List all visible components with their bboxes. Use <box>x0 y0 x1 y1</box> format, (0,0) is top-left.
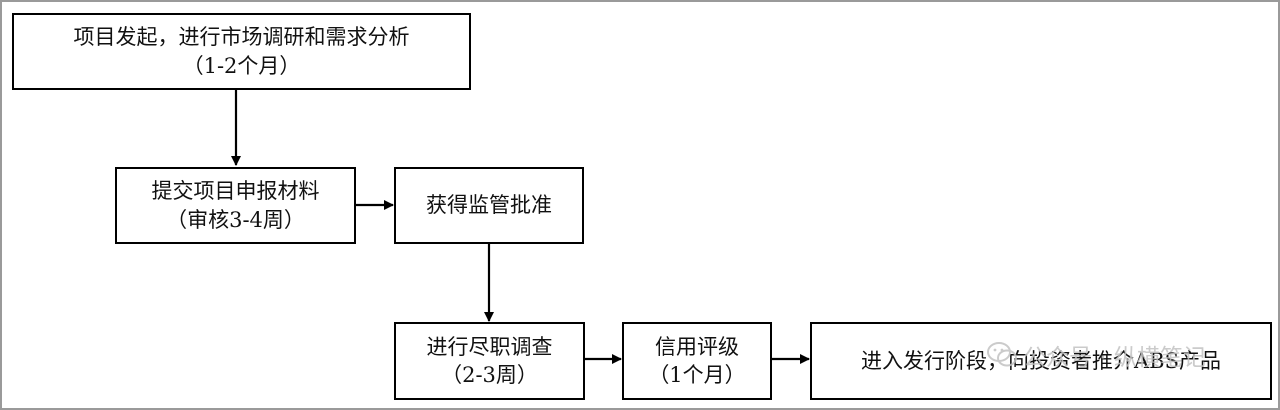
node-submit-materials: 提交项目申报材料 （审核3-4周） <box>115 167 356 244</box>
node-project-initiation: 项目发起，进行市场调研和需求分析 （1-2个月） <box>12 13 471 90</box>
node-regulatory-approval: 获得监管批准 <box>394 167 584 244</box>
node-duration: （审核3-4周） <box>166 207 305 232</box>
node-credit-rating: 信用评级 （1个月） <box>622 322 772 400</box>
node-duration: （2-3周） <box>441 363 538 387</box>
node-text: 进行尽职调查 <box>426 334 553 359</box>
node-due-diligence: 进行尽职调查 （2-3周） <box>394 322 585 400</box>
node-duration: （1个月） <box>648 363 746 387</box>
node-text: 信用评级 <box>655 334 739 359</box>
node-issuance-phase: 进入发行阶段，向投资者推介ABS产品 <box>810 322 1272 400</box>
node-text: 获得监管批准 <box>426 193 552 218</box>
node-text: 提交项目申报材料 <box>151 179 320 204</box>
node-text: 进入发行阶段，向投资者推介ABS产品 <box>861 348 1221 373</box>
node-duration: （1-2个月） <box>182 53 301 78</box>
node-text: 项目发起，进行市场调研和需求分析 <box>73 25 410 50</box>
